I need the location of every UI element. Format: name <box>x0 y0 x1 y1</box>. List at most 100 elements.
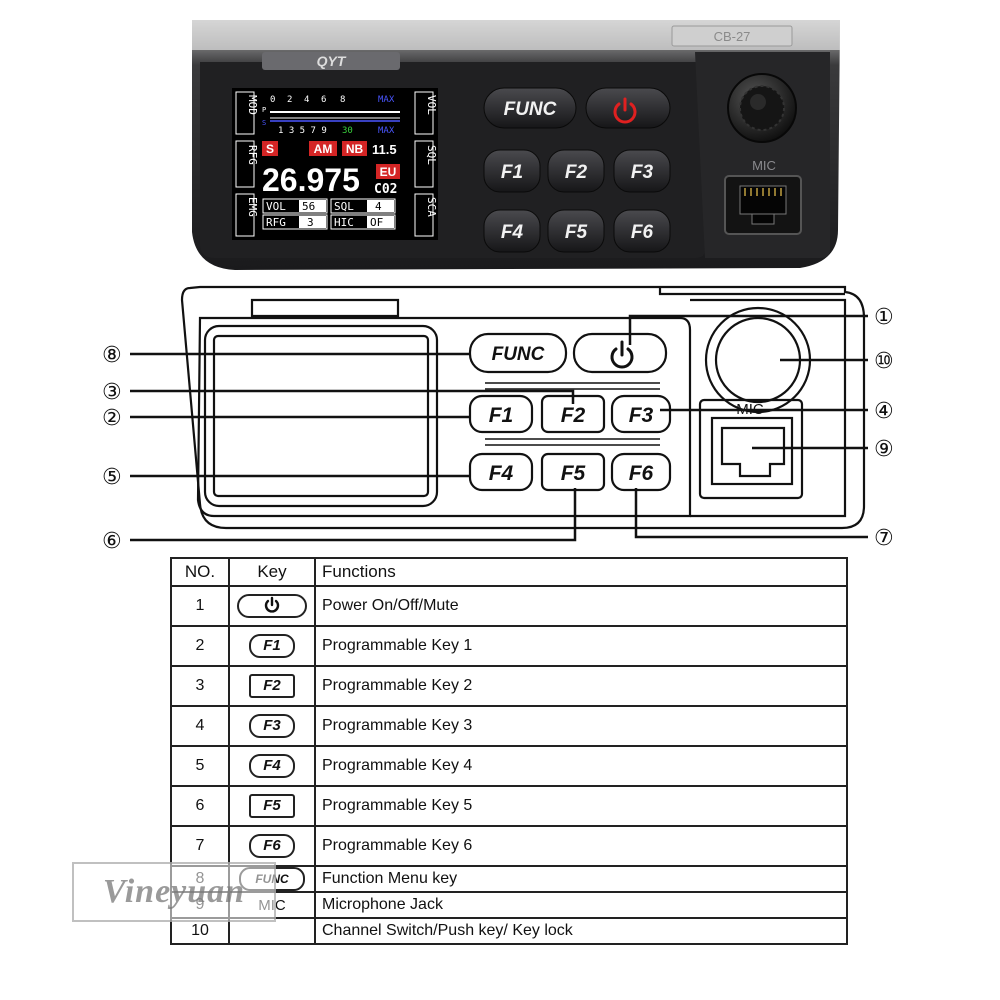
diagram-func-label: FUNC <box>492 344 545 365</box>
region-badge: EU <box>380 165 397 179</box>
photo-f1-button[interactable] <box>483 149 541 193</box>
rfg-label: RFG <box>266 216 286 229</box>
row-function: Programmable Key 4 <box>314 745 848 787</box>
row-function: Programmable Key 3 <box>314 705 848 747</box>
photo-f5-label: F5 <box>565 222 588 243</box>
model-text: CB-27 <box>714 29 751 44</box>
callout-10: ⑩ <box>874 349 894 374</box>
row-no: 1 <box>170 585 230 627</box>
tag-emg: EMG <box>246 197 259 217</box>
diagram-f4-button[interactable] <box>468 452 534 492</box>
diagram-f3-label: F3 <box>629 404 654 427</box>
header-key: Key <box>228 557 316 587</box>
diagram-f5-label: F5 <box>561 462 586 485</box>
tag-vol: VOL <box>425 95 438 115</box>
key-function-table: NO. Key Functions 1 Power On/Off/Mute 2 … <box>170 557 848 945</box>
row-no: 5 <box>170 745 230 787</box>
table-header-row: NO. Key Functions <box>170 557 848 587</box>
photo-f4-label: F4 <box>501 222 524 243</box>
callout-7: ⑦ <box>874 526 894 551</box>
row-no: 2 <box>170 625 230 667</box>
tag-mod: MOD <box>246 95 259 115</box>
badge-nb: NB <box>346 142 364 156</box>
table-row: 2 F1 Programmable Key 1 <box>170 625 848 667</box>
header-functions: Functions <box>314 557 848 587</box>
tag-rfg: RFG <box>246 145 259 165</box>
key-symbol-f5: F5 <box>249 794 295 818</box>
rfg-value: 3 <box>307 216 314 229</box>
scale-bottom: 1 3 5 7 9 <box>278 126 327 136</box>
sql-label: SQL <box>334 200 354 213</box>
power-icon <box>613 97 637 124</box>
power-icon <box>264 596 280 613</box>
photo-func-label: FUNC <box>504 99 557 120</box>
power-key-symbol <box>237 594 307 618</box>
radio-photo: QYT CB-27 MOD RFG EMG VOL SQL SCA 0 2 4 … <box>192 20 840 270</box>
vol-label: VOL <box>266 200 286 213</box>
model-plate <box>671 25 793 47</box>
table-row: 3 F2 Programmable Key 2 <box>170 665 848 707</box>
key-symbol-f2: F2 <box>249 674 295 698</box>
channel-knob[interactable] <box>727 73 797 143</box>
photo-f4-button[interactable] <box>483 209 541 253</box>
diagram-power-icon <box>610 340 634 369</box>
photo-f6-label: F6 <box>631 222 654 243</box>
hic-value: OF <box>370 216 383 229</box>
diagram-f6-label: F6 <box>629 462 654 485</box>
callout-8: ⑧ <box>102 343 122 368</box>
row-no: 4 <box>170 705 230 747</box>
photo-f1-label: F1 <box>501 162 523 183</box>
photo-f2-button[interactable] <box>547 149 605 193</box>
photo-func-button[interactable] <box>483 87 577 129</box>
photo-f6-button[interactable] <box>613 209 671 253</box>
s-marker: S <box>262 119 266 127</box>
row-function: Function Menu key <box>314 865 848 893</box>
scale-top-0: 0 <box>270 95 275 105</box>
row-function: Power On/Off/Mute <box>314 585 848 627</box>
key-symbol-f3: F3 <box>249 714 295 738</box>
watermark: Vineyuan <box>72 862 276 922</box>
table-row: 1 Power On/Off/Mute <box>170 585 848 627</box>
voltage-readout: 11.5 <box>372 142 397 157</box>
key-symbol-f6: F6 <box>249 834 295 858</box>
scale-top-4: 4 <box>304 95 309 105</box>
row-function: Programmable Key 5 <box>314 785 848 827</box>
brand-text: QYT <box>317 53 347 69</box>
photo-f5-button[interactable] <box>547 209 605 253</box>
photo-mic-label: MIC <box>752 158 776 173</box>
frequency-readout: 26.975 <box>262 162 360 198</box>
callout-6: ⑥ <box>102 529 122 554</box>
row-function: Programmable Key 6 <box>314 825 848 867</box>
scale-top-2: 2 <box>287 95 292 105</box>
table-row: 6 F5 Programmable Key 5 <box>170 785 848 827</box>
row-function: Programmable Key 1 <box>314 625 848 667</box>
table-row: 4 F3 Programmable Key 3 <box>170 705 848 747</box>
scale-bottom-max: MAX <box>378 126 395 136</box>
photo-f3-label: F3 <box>631 162 654 183</box>
diagram-f1-button[interactable] <box>468 394 534 434</box>
photo-f3-button[interactable] <box>613 149 671 193</box>
tag-sca: SCA <box>425 197 438 217</box>
front-panel-diagram: FUNC F1 F2 F3 F4 F5 F6 MIC <box>102 285 894 554</box>
photo-f2-label: F2 <box>565 162 588 183</box>
diagram-power-button[interactable] <box>572 332 668 374</box>
key-symbol-f1: F1 <box>249 634 295 658</box>
callout-1: ① <box>874 305 894 330</box>
p-marker: P <box>262 106 266 114</box>
callout-9: ⑨ <box>874 437 894 462</box>
callout-3: ③ <box>102 380 122 405</box>
mic-jack[interactable] <box>724 175 802 235</box>
table-row: 5 F4 Programmable Key 4 <box>170 745 848 787</box>
channel-readout: C02 <box>374 182 397 197</box>
row-no: 6 <box>170 785 230 827</box>
sql-value: 4 <box>375 200 382 213</box>
badge-s: S <box>266 142 274 156</box>
scale-top-max: MAX <box>378 95 395 105</box>
photo-power-button[interactable] <box>585 87 671 129</box>
diagram-f6-button[interactable] <box>610 452 672 492</box>
diagram-f5-button[interactable] <box>540 452 606 492</box>
callout-2: ② <box>102 406 122 431</box>
key-symbol-f4: F4 <box>249 754 295 778</box>
header-no: NO. <box>170 557 230 587</box>
diagram-f3-button[interactable] <box>610 394 672 434</box>
